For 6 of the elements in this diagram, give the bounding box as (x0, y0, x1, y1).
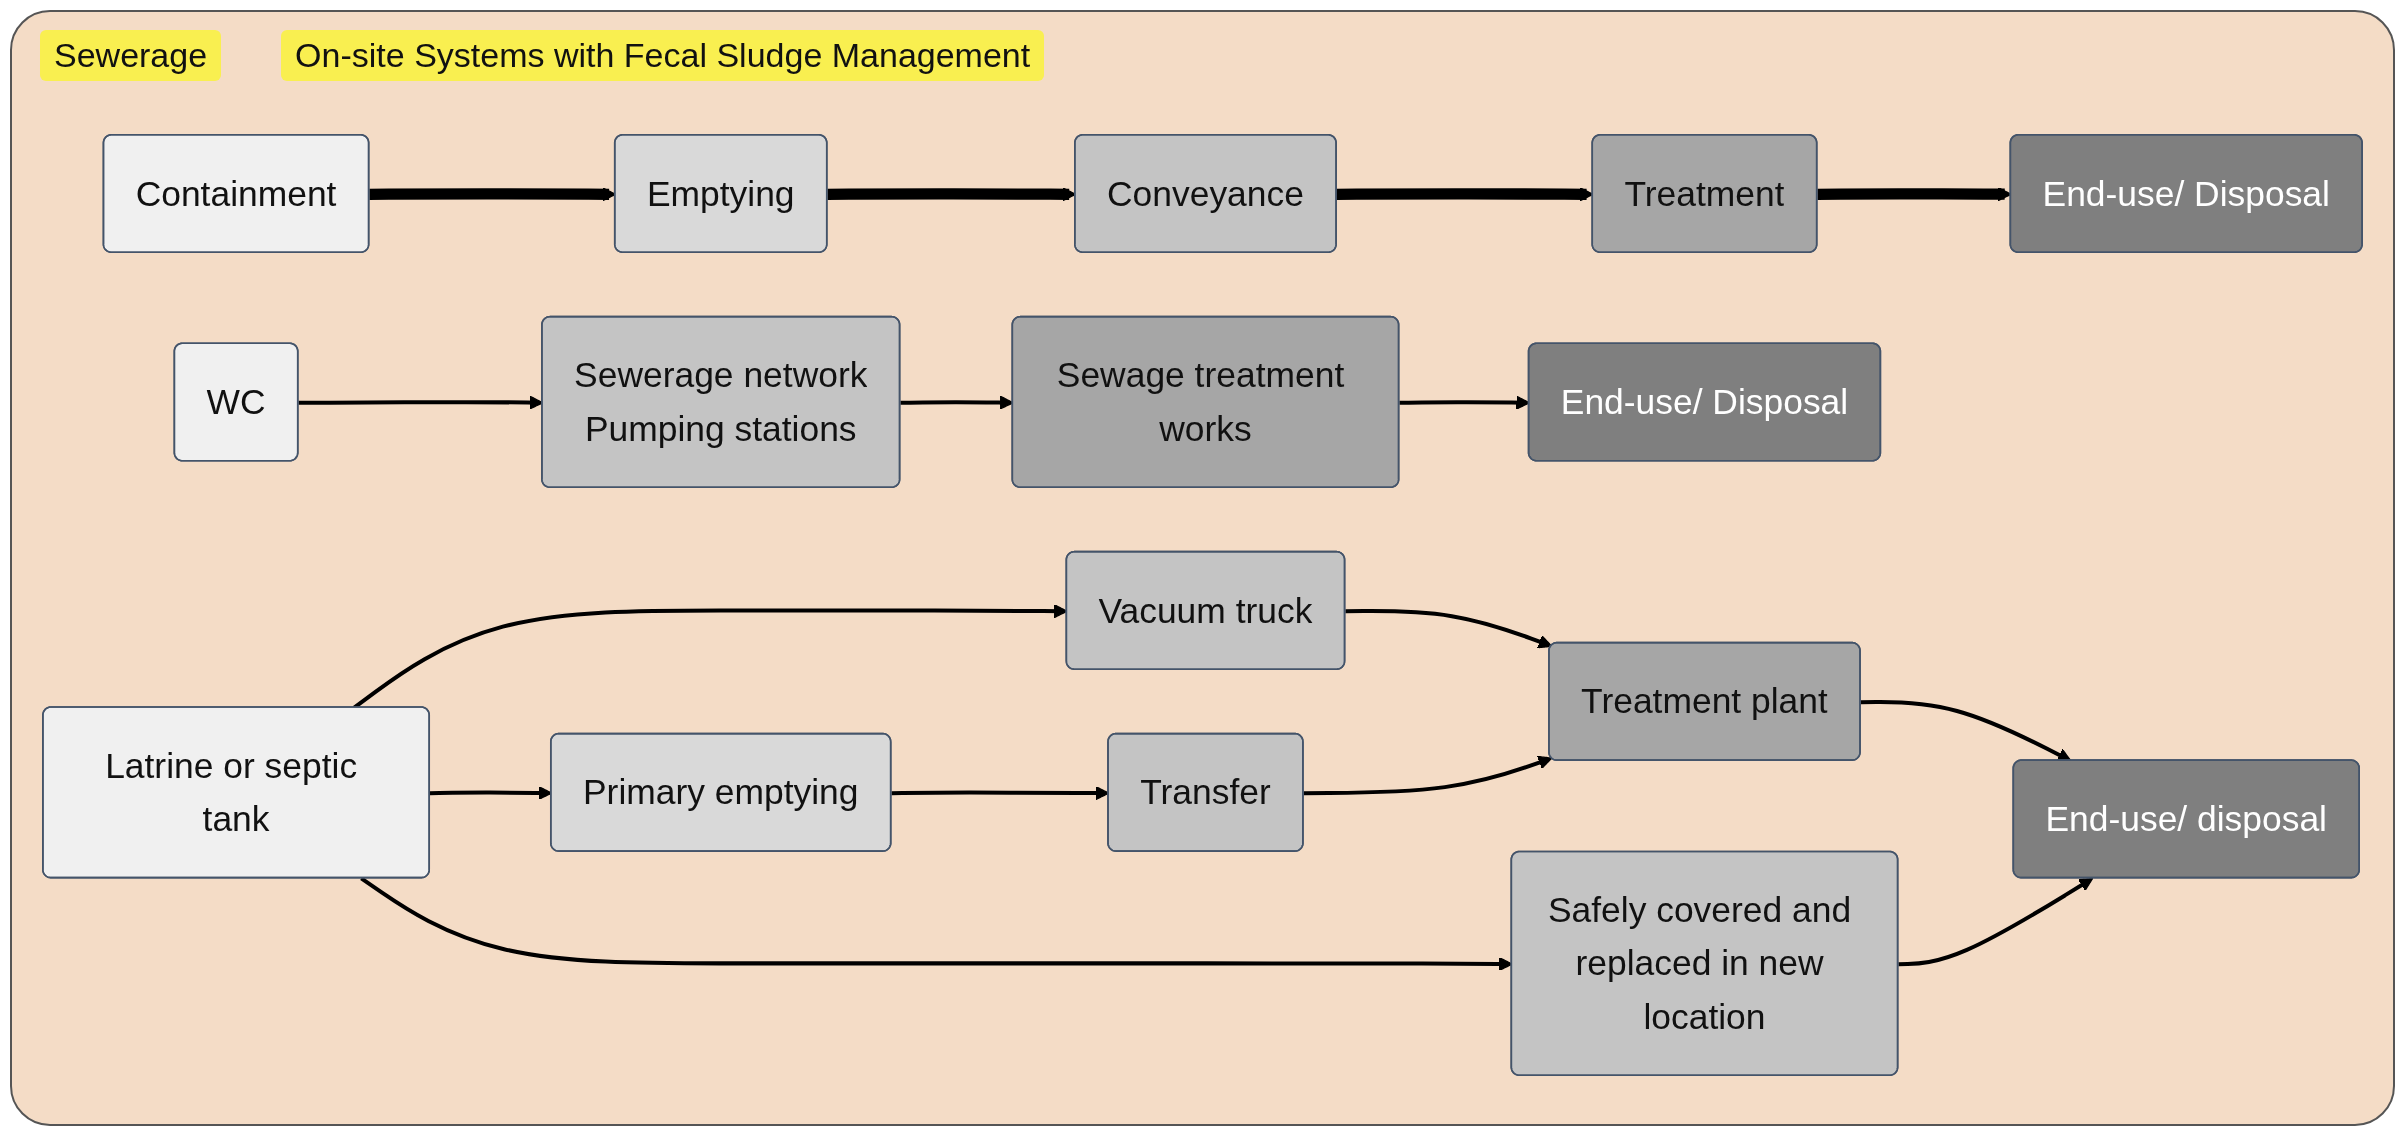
section-heading: On-site Systems with Fecal Sludge Management (281, 30, 1045, 81)
section-heading: Sewerage (40, 30, 222, 81)
arrow (1898, 877, 2094, 967)
arrow (1303, 755, 1553, 796)
arrow (1860, 700, 2072, 762)
arrow (1345, 609, 1553, 649)
